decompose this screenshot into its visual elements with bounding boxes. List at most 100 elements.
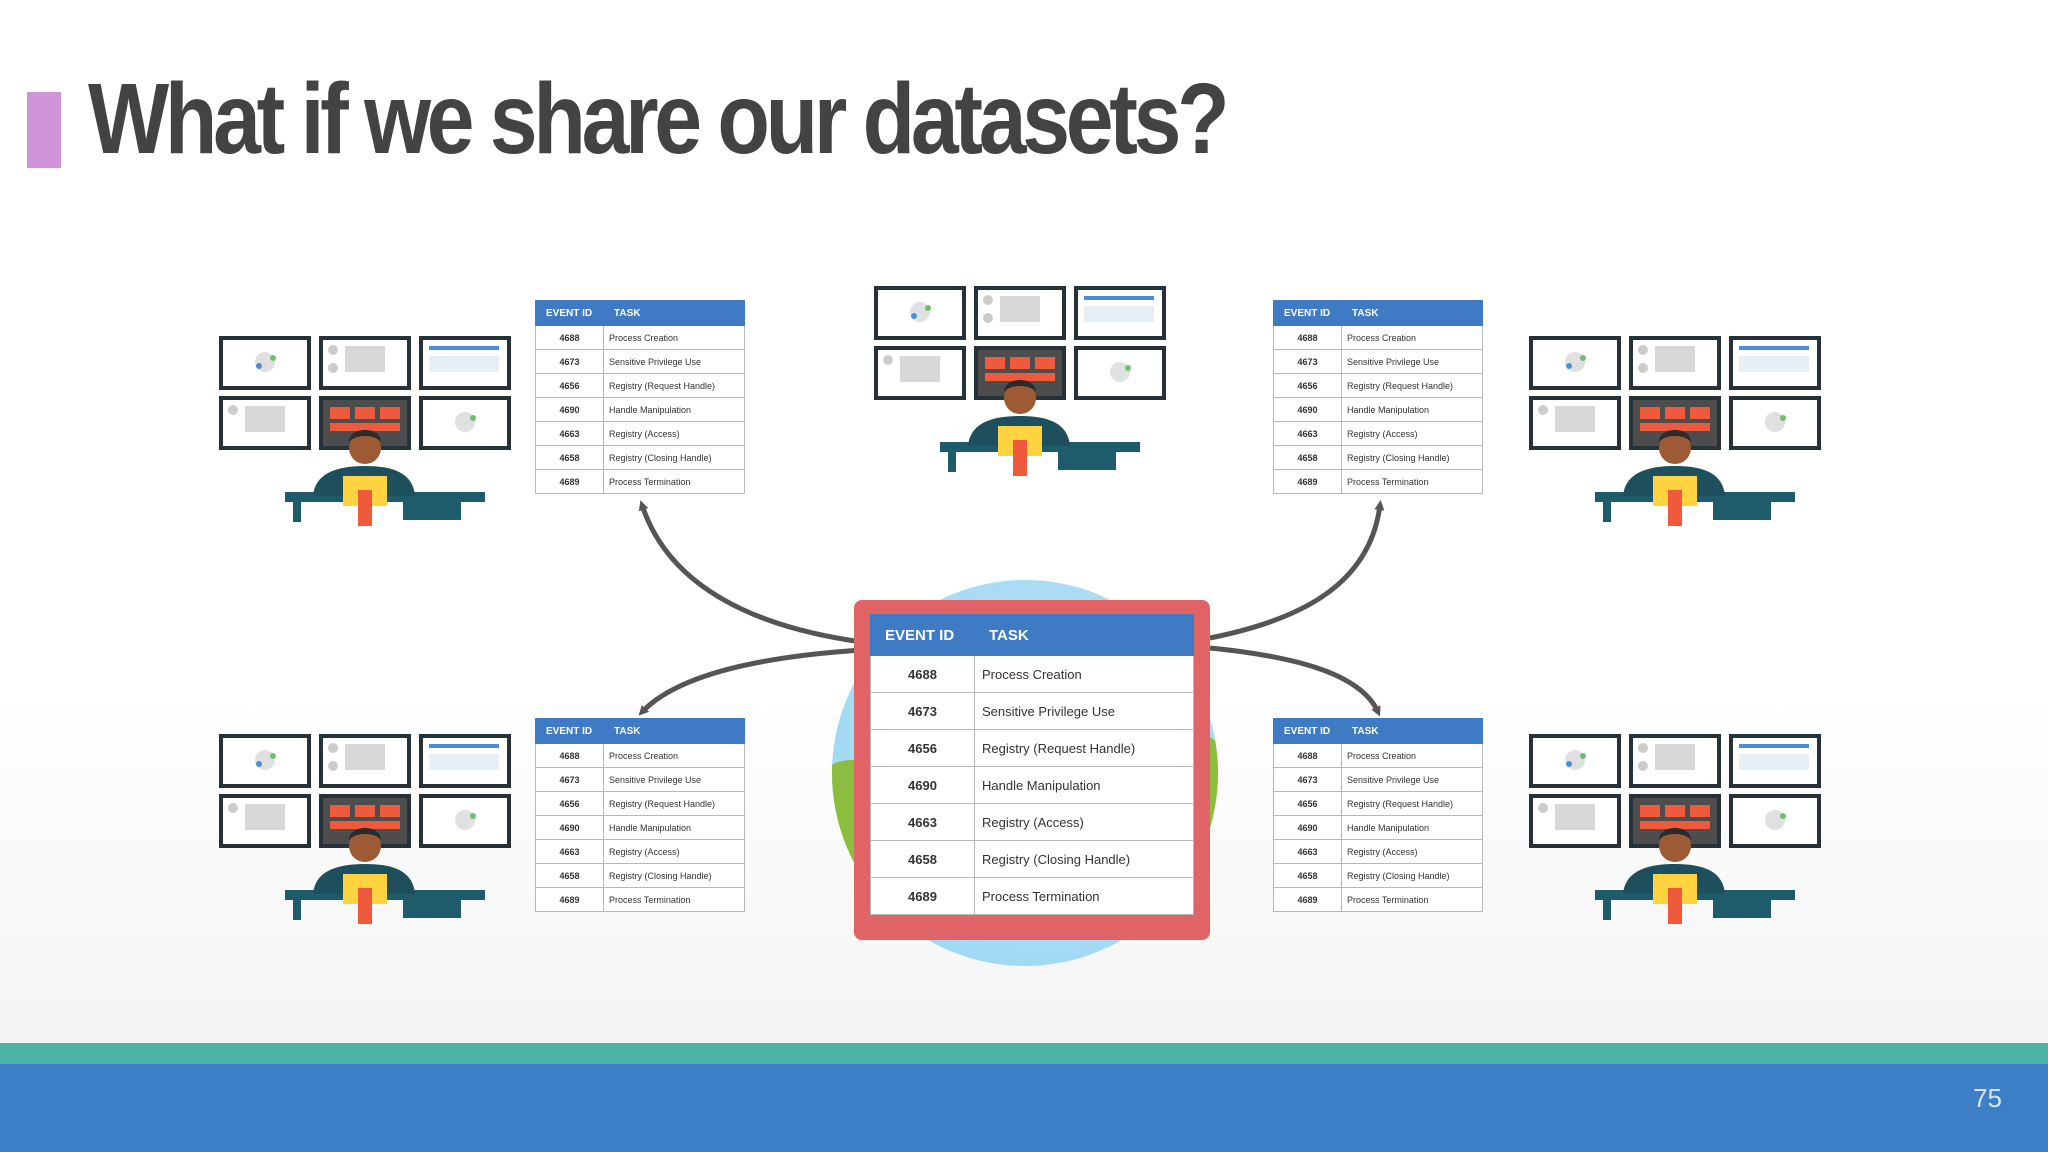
analyst-person-icon	[1595, 828, 1795, 924]
task-cell: Process Termination	[1341, 887, 1483, 912]
event-id-cell: 4690	[870, 766, 975, 804]
event-id-cell: 4663	[870, 803, 975, 841]
event-id-cell: 4688	[870, 655, 975, 693]
event-id-cell: 4658	[535, 445, 604, 470]
event-id-cell: 4658	[870, 840, 975, 878]
task-cell: Process Creation	[1341, 743, 1483, 768]
analyst-workstation-bottom-left	[215, 728, 515, 928]
task-cell: Process Creation	[1341, 325, 1483, 350]
task-cell: Process Termination	[603, 469, 745, 494]
task-cell: Registry (Access)	[974, 803, 1194, 841]
monitor-wall-icon	[1529, 336, 1821, 450]
task-cell: Handle Manipulation	[1341, 815, 1483, 840]
event-id-cell: 4663	[535, 839, 604, 864]
task-cell: Process Termination	[603, 887, 745, 912]
event-id-cell: 4688	[535, 325, 604, 350]
task-cell: Registry (Access)	[603, 839, 745, 864]
task-header: TASK	[1341, 718, 1483, 744]
slide-number: 75	[1973, 1083, 2002, 1113]
slide-title: What if we share our datasets?	[88, 63, 1230, 175]
analyst-workstation-top-right	[1525, 330, 1825, 530]
task-cell: Registry (Request Handle)	[1341, 791, 1483, 816]
task-cell: Registry (Closing Handle)	[974, 840, 1194, 878]
task-cell: Handle Manipulation	[1341, 397, 1483, 422]
event-id-cell: 4673	[1273, 767, 1342, 792]
analyst-person-icon	[940, 380, 1140, 476]
event-id-cell: 4673	[1273, 349, 1342, 374]
event-id-cell: 4690	[535, 815, 604, 840]
event-id-header: EVENT ID	[535, 300, 604, 326]
monitor-wall-icon	[1529, 734, 1821, 848]
task-cell: Registry (Closing Handle)	[1341, 863, 1483, 888]
task-cell: Sensitive Privilege Use	[1341, 767, 1483, 792]
event-id-cell: 4656	[870, 729, 975, 767]
event-id-cell: 4673	[535, 767, 604, 792]
event-id-cell: 4689	[1273, 469, 1342, 494]
task-header: TASK	[603, 718, 745, 744]
event-id-cell: 4656	[1273, 791, 1342, 816]
event-id-cell: 4663	[1273, 839, 1342, 864]
task-cell: Registry (Closing Handle)	[603, 445, 745, 470]
event-id-cell: 4658	[535, 863, 604, 888]
task-cell: Handle Manipulation	[603, 815, 745, 840]
event-id-cell: 4656	[535, 791, 604, 816]
task-header: TASK	[1341, 300, 1483, 326]
task-cell: Registry (Request Handle)	[603, 791, 745, 816]
event-id-cell: 4690	[1273, 815, 1342, 840]
task-cell: Process Termination	[1341, 469, 1483, 494]
analyst-workstation-top-left	[215, 330, 515, 530]
event-id-cell: 4689	[535, 887, 604, 912]
monitor-wall-icon	[219, 336, 511, 450]
event-id-cell: 4688	[535, 743, 604, 768]
event-id-header: EVENT ID	[535, 718, 604, 744]
analyst-workstation-top-center	[870, 280, 1170, 480]
task-cell: Registry (Access)	[603, 421, 745, 446]
event-id-cell: 4663	[1273, 421, 1342, 446]
task-cell: Sensitive Privilege Use	[974, 692, 1194, 730]
event-id-cell: 4690	[1273, 397, 1342, 422]
event-id-cell: 4656	[1273, 373, 1342, 398]
task-cell: Registry (Access)	[1341, 839, 1483, 864]
analyst-person-icon	[285, 828, 485, 924]
event-id-cell: 4663	[535, 421, 604, 446]
event-id-cell: 4656	[535, 373, 604, 398]
monitor-wall-icon	[874, 286, 1166, 400]
event-id-cell: 4690	[535, 397, 604, 422]
event-id-cell: 4658	[1273, 863, 1342, 888]
footer-bar	[0, 1064, 2048, 1152]
footer-accent-stripe	[0, 1043, 2048, 1064]
